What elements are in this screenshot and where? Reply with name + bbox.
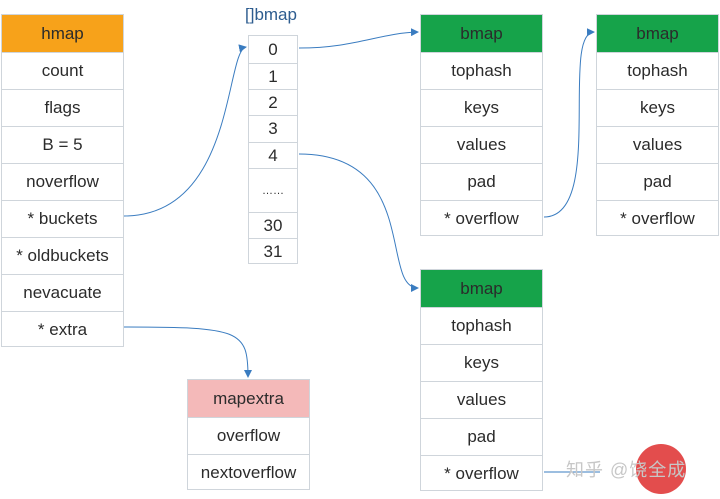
watermark-text: 知乎 @饶全成 [566,460,687,480]
bucket-array-title: []bmap [245,5,297,24]
bmap-field-values: values [597,126,718,163]
bucket-cell-31: 31 [249,238,297,265]
bucket-cell-3: 3 [249,115,297,142]
bmap-header: bmap [421,15,542,52]
bmap-field-tophash: tophash [421,307,542,344]
bmap-field-tophash: tophash [421,52,542,89]
hmap-field-b: B = 5 [2,126,123,163]
bucket-cell-ellipsis: …… [249,168,297,212]
bmap-field-keys: keys [421,344,542,381]
bmap-bucket-4: bmap tophash keys values pad * overflow [420,269,543,491]
bmap-header: bmap [597,15,718,52]
bmap-field-overflow: * overflow [421,455,542,492]
mapextra-header: mapextra [188,380,309,417]
arrow-buckets-to-array [123,44,247,217]
bucket-cell-1: 1 [249,63,297,89]
bucket-array: 0 1 2 3 4 …… 30 31 [248,35,298,264]
arrow-bucket0-to-bmap [298,28,419,49]
mapextra-field-overflow: overflow [188,417,309,454]
bmap-field-overflow: * overflow [597,200,718,237]
bmap-field-values: values [421,381,542,418]
hmap-struct: hmap count flags B = 5 noverflow * bucke… [1,14,124,347]
hmap-field-count: count [2,52,123,89]
bmap-field-pad: pad [597,163,718,200]
arrow-extra-to-mapextra [123,326,252,378]
bmap-field-tophash: tophash [597,52,718,89]
bmap-field-values: values [421,126,542,163]
mapextra-field-nextoverflow: nextoverflow [188,454,309,491]
hmap-field-oldbuckets: * oldbuckets [2,237,123,274]
arrow-bucket4-to-bmap [298,153,419,292]
bmap-overflow: bmap tophash keys values pad * overflow [596,14,719,236]
hmap-header: hmap [2,15,123,52]
hmap-field-buckets: * buckets [2,200,123,237]
watermark-seal [636,444,686,494]
bmap-bucket-0: bmap tophash keys values pad * overflow [420,14,543,236]
hmap-field-nevacuate: nevacuate [2,274,123,311]
hmap-field-flags: flags [2,89,123,126]
bmap-field-keys: keys [421,89,542,126]
hmap-field-extra: * extra [2,311,123,348]
bmap-field-pad: pad [421,418,542,455]
bucket-cell-2: 2 [249,89,297,115]
bucket-cell-0: 0 [268,39,278,59]
mapextra-struct: mapextra overflow nextoverflow [187,379,310,490]
bucket-cell-30: 30 [249,212,297,238]
bucket-cell-4: 4 [249,142,297,168]
bmap-field-keys: keys [597,89,718,126]
arrow-overflow-to-bmap [543,28,595,218]
bmap-field-overflow: * overflow [421,200,542,237]
bmap-header: bmap [421,270,542,307]
bmap-field-pad: pad [421,163,542,200]
hmap-field-noverflow: noverflow [2,163,123,200]
